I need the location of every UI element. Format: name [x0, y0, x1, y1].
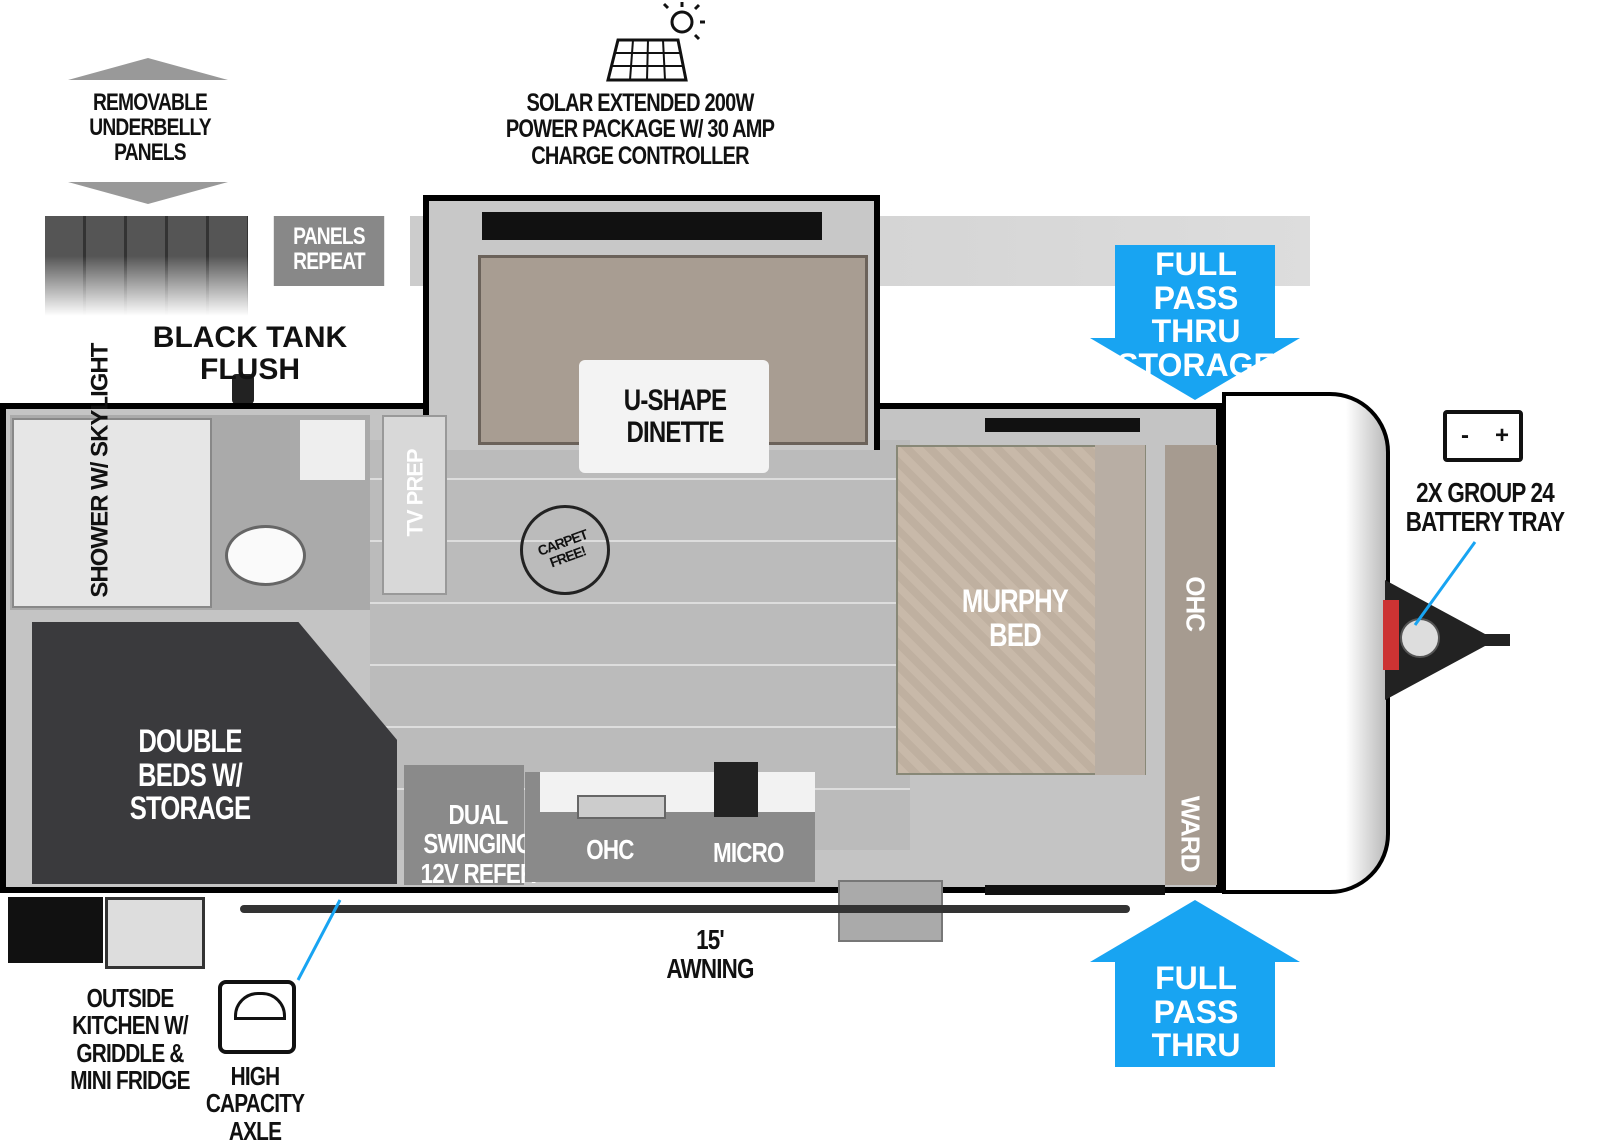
underbelly-panels — [45, 216, 248, 316]
arrow-up-icon — [68, 58, 228, 80]
toilet-icon — [225, 525, 306, 586]
micro-label: MICRO — [713, 837, 784, 868]
underbelly-label: REMOVABLE UNDERBELLY PANELS — [89, 89, 211, 167]
tv-prep-label: TV PREP — [402, 449, 428, 537]
ward-label: WARD — [1175, 795, 1206, 872]
ohc-kitchen-label: OHC — [586, 834, 634, 865]
scale-dial — [234, 992, 286, 1020]
refrigerator — [404, 765, 524, 885]
window-slideout — [482, 212, 822, 240]
refer-label: DUAL SWINGING 12V REFER — [420, 799, 537, 889]
battery-icon: - + — [1443, 410, 1523, 462]
awning-label: 15' AWNING — [666, 924, 754, 985]
outside-kitchen-griddle — [8, 897, 103, 963]
axle-label: HIGH CAPACITY AXLE — [205, 1061, 305, 1141]
storage-top-arrow-head — [1090, 338, 1300, 400]
front-ohc — [1165, 445, 1217, 775]
solar-label: SOLAR EXTENDED 200W POWER PACKAGE W/ 30 … — [505, 89, 775, 170]
murphy-bed-cushions — [1095, 445, 1145, 775]
solar-panel-icon — [606, 2, 705, 82]
black-tank-flush-fitting — [232, 374, 254, 404]
black-tank-label: BLACK TANK FLUSH — [152, 321, 348, 386]
battery-minus: - — [1461, 422, 1469, 449]
battery-label: 2X GROUP 24 BATTERY TRAY — [1405, 477, 1565, 538]
window-door-side — [985, 885, 1165, 895]
battery-plus: + — [1495, 422, 1510, 449]
dinette-label: U-SHAPE DINETTE — [623, 384, 727, 449]
mini-fridge-icon — [105, 897, 205, 969]
axle-pointer — [296, 899, 342, 981]
stove-icon — [714, 762, 758, 817]
front-storage-cap — [1222, 392, 1390, 894]
storage-top-label: FULL PASS THRU STORAGE — [1117, 246, 1275, 383]
double-beds-label: DOUBLE BEDS W/ STORAGE — [129, 723, 251, 827]
scale-icon — [218, 980, 296, 1054]
panels-repeat-label: PANELS REPEAT — [273, 216, 385, 286]
tv-prep-cabinet — [382, 415, 447, 595]
storage-bottom-arrow — [1115, 962, 1275, 1067]
storage-top-arrow — [1115, 245, 1275, 340]
storage-bottom-label: FULL PASS THRU STORAGE — [1117, 960, 1275, 1097]
bathroom-sink — [300, 420, 365, 480]
shower-label: SHOWER W/ SKYLIGHT — [86, 343, 114, 598]
battery-pointer — [1413, 541, 1477, 626]
wardrobe — [1165, 775, 1217, 885]
sink-icon — [577, 795, 666, 819]
propane-tanks — [1383, 600, 1399, 670]
carpet-free-badge — [520, 505, 610, 595]
window-front — [985, 418, 1140, 432]
murphy-bed-label: MURPHY BED — [961, 583, 1069, 653]
awning-bar — [240, 905, 1130, 913]
dinette-table — [579, 360, 769, 473]
outside-kitchen-label: OUTSIDE KITCHEN W/ GRIDDLE & MINI FRIDGE — [70, 983, 190, 1095]
ohc-front-label: OHC — [1180, 576, 1211, 632]
arrow-down-icon — [68, 182, 228, 204]
shower — [12, 418, 212, 608]
